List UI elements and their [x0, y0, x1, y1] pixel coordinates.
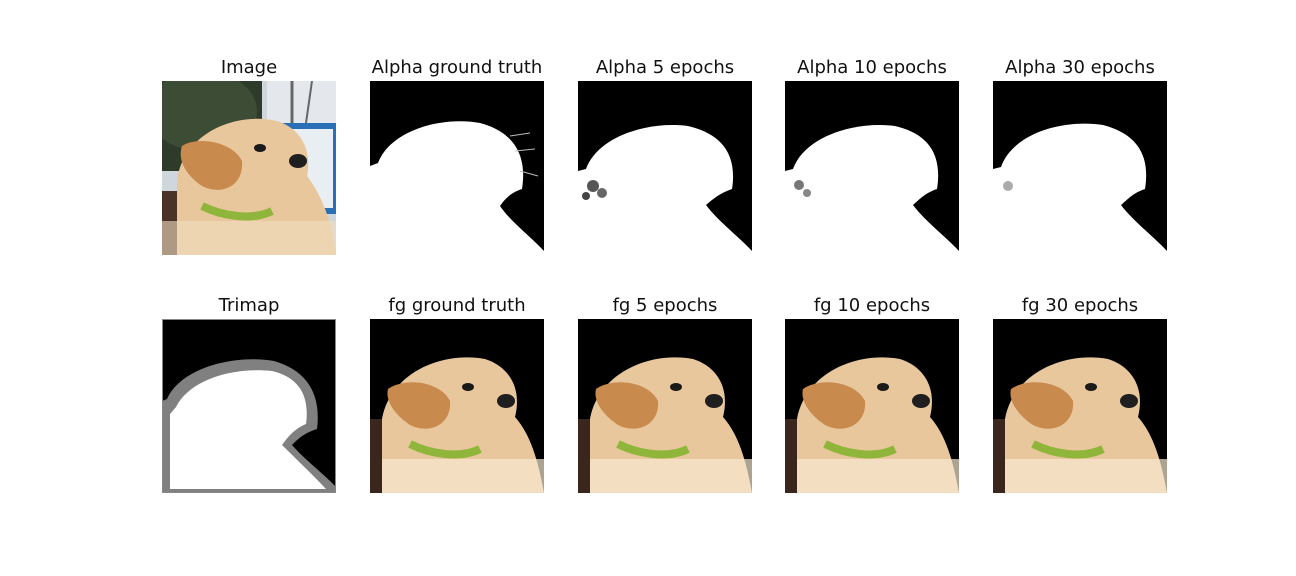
- panel-title-alpha-10: Alpha 10 epochs: [797, 57, 947, 78]
- alpha-gt-thumbnail: [370, 81, 544, 255]
- input-photo: [162, 81, 336, 255]
- alpha-10-thumbnail: [785, 81, 959, 255]
- panel-title-image: Image: [220, 57, 278, 78]
- fg-5-thumbnail: [578, 319, 752, 493]
- fg-5-photo: [578, 319, 752, 493]
- fg-10-thumbnail: [785, 319, 959, 493]
- alpha-30-thumbnail: [993, 81, 1167, 255]
- image-thumbnail: [162, 81, 336, 255]
- panel-title-alpha-5: Alpha 5 epochs: [595, 57, 735, 78]
- fg-10-photo: [785, 319, 959, 493]
- alpha-30-mask: [993, 81, 1167, 255]
- panel-title-fg-30: fg 30 epochs: [1021, 295, 1139, 316]
- panel-title-fg-5: fg 5 epochs: [612, 295, 718, 316]
- fg-30-photo: [993, 319, 1167, 493]
- fg-gt-photo: [370, 319, 544, 493]
- fg-gt-thumbnail: [370, 319, 544, 493]
- panel-title-fg-10: fg 10 epochs: [813, 295, 931, 316]
- alpha-5-thumbnail: [578, 81, 752, 255]
- alpha-gt-mask: [370, 81, 544, 255]
- alpha-10-mask: [785, 81, 959, 255]
- panel-title-alpha-gt: Alpha ground truth: [371, 57, 543, 78]
- alpha-5-mask: [578, 81, 752, 255]
- panel-title-fg-gt: fg ground truth: [388, 295, 526, 316]
- trimap-thumbnail: [162, 319, 336, 493]
- fg-30-thumbnail: [993, 319, 1167, 493]
- panel-title-alpha-30: Alpha 30 epochs: [1005, 57, 1155, 78]
- panel-title-trimap: Trimap: [218, 295, 280, 316]
- trimap-mask: [162, 319, 336, 493]
